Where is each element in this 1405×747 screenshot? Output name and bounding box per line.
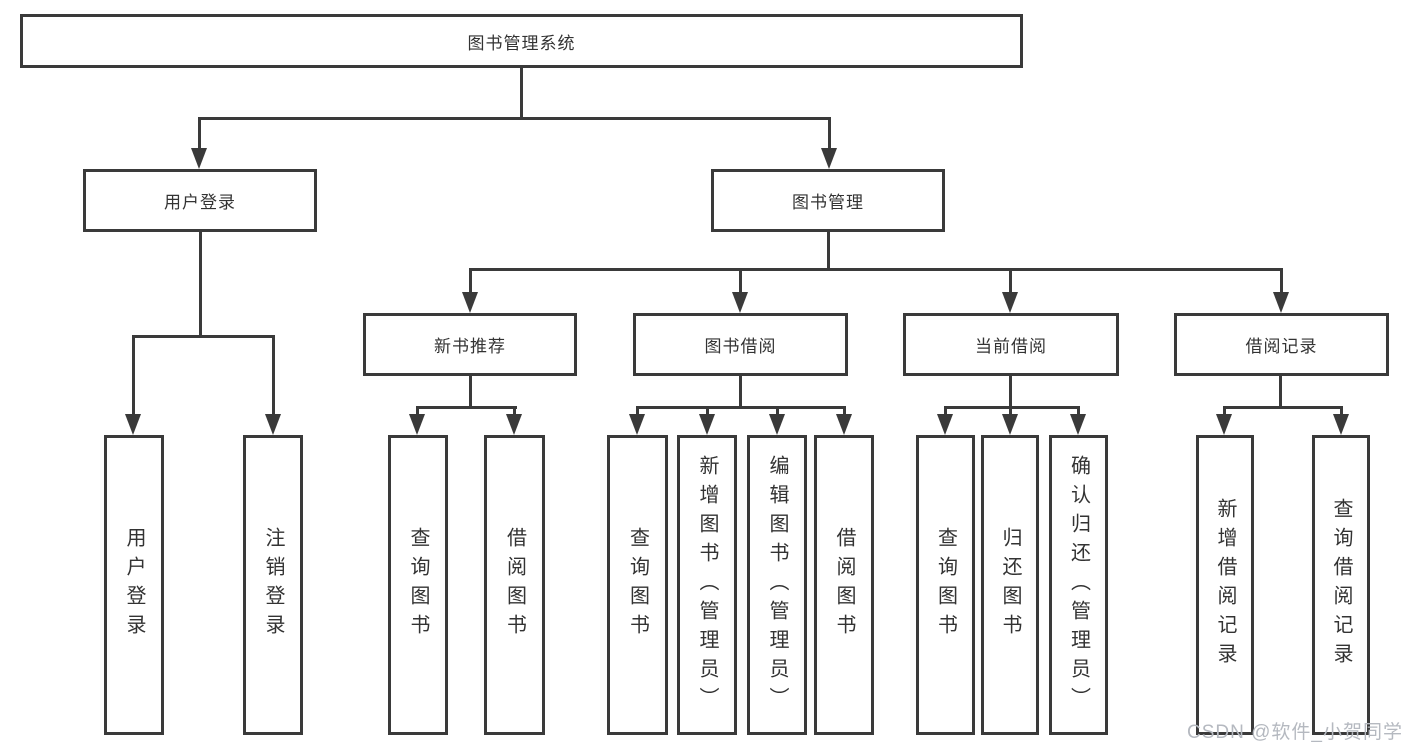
- leaf-newbook-borrow-books: 借阅图书: [484, 435, 545, 735]
- connector-line: [513, 406, 516, 416]
- leaf-borrow-edit-books-admin: 编辑图书（管理员）: [747, 435, 807, 735]
- leaf-records-add-record-label: 新增借阅记录: [1214, 498, 1236, 672]
- leaf-current-query-books: 查询图书: [916, 435, 975, 735]
- leaf-user-login: 用户登录: [104, 435, 164, 735]
- connector-line: [520, 68, 523, 117]
- leaf-logout-label: 注销登录: [262, 527, 284, 643]
- arrowhead-icon: [629, 414, 645, 435]
- leaf-borrow-query-books: 查询图书: [607, 435, 668, 735]
- leaf-records-query-record: 查询借阅记录: [1312, 435, 1370, 735]
- connector-line: [132, 335, 135, 416]
- leaf-borrow-add-books-admin: 新增图书（管理员）: [677, 435, 737, 735]
- leaf-current-confirm-return-admin-label: 确认归还（管理员）: [1067, 454, 1090, 716]
- node-new-book-recommend-label: 新书推荐: [434, 337, 506, 356]
- arrowhead-icon: [821, 148, 837, 169]
- arrowhead-icon: [937, 414, 953, 435]
- connector-line: [469, 268, 1282, 271]
- connector-line: [416, 406, 517, 409]
- leaf-borrow-add-books-admin-label: 新增图书（管理员）: [696, 454, 718, 716]
- connector-line: [1224, 406, 1343, 409]
- connector-line: [1223, 406, 1226, 416]
- connector-line: [132, 335, 275, 338]
- leaf-newbook-borrow-books-label: 借阅图书: [503, 527, 526, 643]
- connector-line: [1009, 376, 1012, 406]
- connector-line: [1340, 406, 1343, 416]
- node-borrow-records-label: 借阅记录: [1245, 337, 1318, 356]
- arrowhead-icon: [699, 414, 715, 435]
- leaf-borrow-borrow-books: 借阅图书: [814, 435, 874, 735]
- connector-line: [706, 406, 709, 416]
- arrowhead-icon: [732, 292, 748, 313]
- node-borrow-records: 借阅记录: [1174, 313, 1389, 376]
- arrowhead-icon: [1070, 414, 1086, 435]
- connector-line: [469, 376, 472, 406]
- leaf-current-return-books: 归还图书: [981, 435, 1039, 735]
- arrowhead-icon: [125, 414, 141, 435]
- leaf-user-login-label: 用户登录: [123, 527, 145, 643]
- leaf-current-confirm-return-admin: 确认归还（管理员）: [1049, 435, 1108, 735]
- leaf-newbook-query-books-label: 查询图书: [407, 527, 429, 643]
- arrowhead-icon: [462, 292, 478, 313]
- node-root: 图书管理系统: [20, 14, 1023, 68]
- arrowhead-icon: [836, 414, 852, 435]
- node-book-borrow: 图书借阅: [633, 313, 848, 376]
- connector-line: [1279, 376, 1282, 406]
- connector-line: [1077, 406, 1080, 416]
- leaf-current-return-books-label: 归还图书: [999, 527, 1021, 643]
- node-book-management-label: 图书管理: [792, 193, 864, 212]
- arrowhead-icon: [409, 414, 425, 435]
- arrowhead-icon: [1002, 414, 1018, 435]
- leaf-records-add-record: 新增借阅记录: [1196, 435, 1254, 735]
- node-user-login-label: 用户登录: [164, 193, 236, 212]
- connector-line: [1009, 406, 1012, 416]
- connector-line: [944, 406, 1080, 409]
- leaf-logout: 注销登录: [243, 435, 303, 735]
- node-root-label: 图书管理系统: [467, 33, 576, 53]
- connector-line: [636, 406, 846, 409]
- leaf-newbook-query-books: 查询图书: [388, 435, 448, 735]
- arrowhead-icon: [506, 414, 522, 435]
- arrowhead-icon: [191, 148, 207, 169]
- leaf-current-query-books-label: 查询图书: [934, 527, 957, 643]
- node-new-book-recommend: 新书推荐: [363, 313, 577, 376]
- connector-line: [776, 406, 779, 416]
- arrowhead-icon: [1216, 414, 1232, 435]
- connector-line: [739, 268, 742, 294]
- leaf-borrow-borrow-books-label: 借阅图书: [833, 527, 855, 643]
- node-current-borrow: 当前借阅: [903, 313, 1119, 376]
- arrowhead-icon: [769, 414, 785, 435]
- arrowhead-icon: [265, 414, 281, 435]
- leaf-records-query-record-label: 查询借阅记录: [1330, 498, 1352, 672]
- connector-line: [272, 335, 275, 416]
- connector-line: [1009, 268, 1012, 294]
- node-current-borrow-label: 当前借阅: [975, 337, 1047, 356]
- arrowhead-icon: [1273, 292, 1289, 313]
- leaf-borrow-query-books-label: 查询图书: [626, 527, 649, 643]
- connector-line: [944, 406, 947, 416]
- connector-line: [198, 117, 831, 120]
- arrowhead-icon: [1002, 292, 1018, 313]
- connector-line: [843, 406, 846, 416]
- connector-line: [828, 117, 831, 151]
- connector-line: [469, 268, 472, 294]
- connector-line: [416, 406, 419, 416]
- connector-line: [636, 406, 639, 416]
- node-user-login: 用户登录: [83, 169, 317, 232]
- connector-line: [827, 232, 830, 268]
- node-book-borrow-label: 图书借阅: [704, 337, 777, 356]
- node-book-management: 图书管理: [711, 169, 945, 232]
- connector-line: [1280, 268, 1283, 294]
- connector-line: [198, 117, 201, 151]
- connector-line: [739, 376, 742, 406]
- connector-line: [199, 232, 202, 335]
- leaf-borrow-edit-books-admin-label: 编辑图书（管理员）: [766, 454, 788, 716]
- watermark-text: CSDN @软件_小贺同学: [1187, 722, 1403, 743]
- arrowhead-icon: [1333, 414, 1349, 435]
